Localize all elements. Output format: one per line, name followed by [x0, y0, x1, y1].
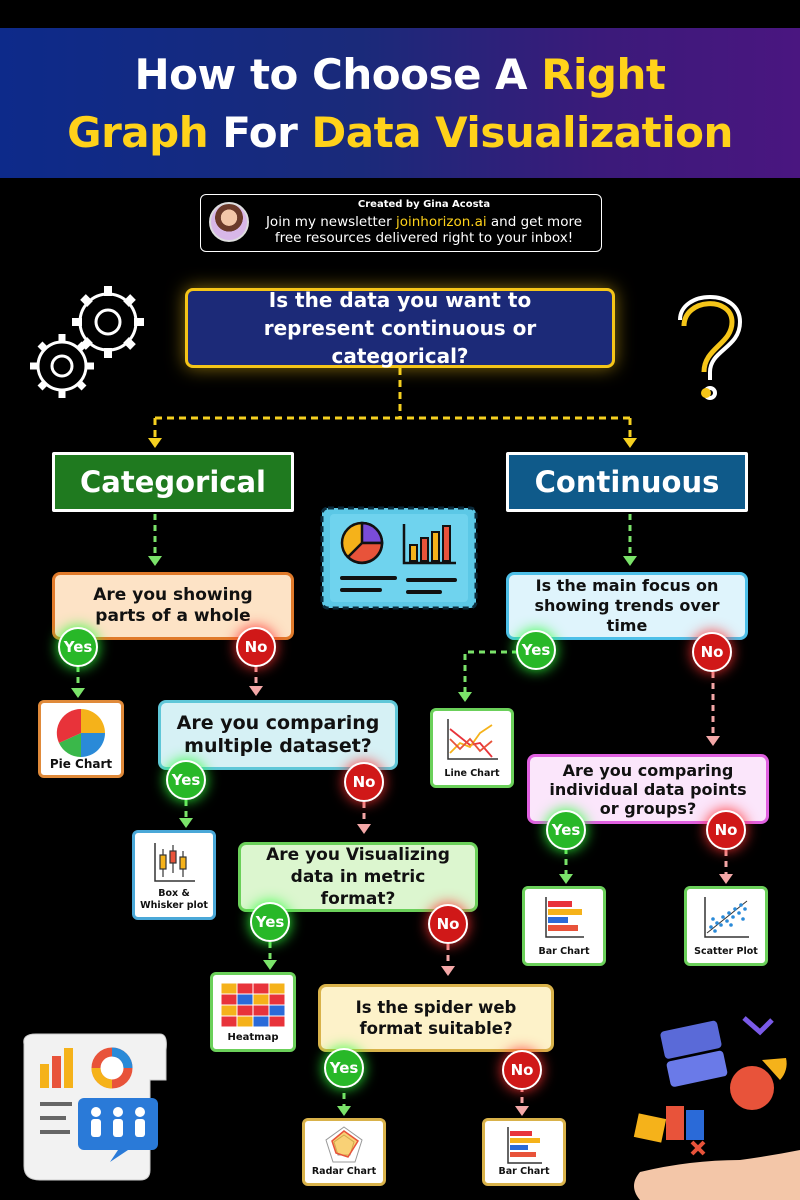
no-badge: No: [428, 904, 468, 944]
gear-icon: [30, 286, 144, 398]
title-line-1: How to Choose A Right: [0, 50, 800, 99]
result-label-line: Box &: [158, 888, 190, 899]
newsletter-link[interactable]: joinhorizon.ai: [395, 214, 487, 230]
no-badge: No: [236, 627, 276, 667]
title-text: How to Choose A: [134, 50, 542, 99]
no-badge: No: [706, 810, 746, 850]
result-label: Pie Chart: [49, 757, 113, 771]
yes-badge: Yes: [324, 1048, 364, 1088]
question-parts-of-whole: Are you showing parts of a whole: [52, 572, 294, 640]
pie-chart-icon: [56, 708, 105, 758]
line-chart-icon: [447, 719, 498, 760]
title-text: For: [208, 108, 312, 157]
credit-box: Created by Gina Acosta Join my newslette…: [200, 194, 602, 252]
result-label: Line Chart: [444, 768, 500, 779]
box-plot-icon: [154, 843, 195, 882]
question-spider-web: Is the spider web format suitable?: [318, 984, 554, 1052]
result-label: Scatter Plot: [694, 946, 758, 957]
created-by: Created by Gina Acosta: [357, 199, 491, 210]
result-label: Radar Chart: [311, 1166, 377, 1177]
heatmap-icon: [221, 983, 285, 1027]
report-illustration: [23, 1033, 167, 1181]
bar-chart-icon: [545, 897, 584, 938]
result-line-chart: Line Chart: [430, 708, 514, 788]
result-bar-chart-right: Bar Chart: [522, 886, 606, 966]
result-label: Box & Whisker plot: [135, 888, 213, 912]
result-label-line: Whisker plot: [140, 900, 208, 911]
question-trends-over-time: Is the main focus on showing trends over…: [506, 572, 748, 640]
result-scatter-plot: Scatter Plot: [684, 886, 768, 966]
result-heatmap: Heatmap: [210, 972, 296, 1052]
scatter-plot-icon: [704, 897, 749, 938]
hand-data-illustration: [633, 1016, 800, 1200]
newsletter-part: Join my newsletter: [265, 214, 396, 230]
dashboard-illustration: [320, 506, 478, 610]
question-metric-format: Are you Visualizing data in metric forma…: [238, 842, 478, 912]
bar-chart-icon: [507, 1127, 542, 1164]
result-label: Bar Chart: [538, 946, 590, 957]
radar-chart-icon: [325, 1126, 363, 1163]
newsletter-part: and get more: [486, 214, 583, 230]
result-label: Heatmap: [227, 1032, 279, 1043]
yes-badge: Yes: [516, 630, 556, 670]
result-bar-chart-bottom: Bar Chart: [482, 1118, 566, 1186]
yes-badge: Yes: [166, 760, 206, 800]
title-highlight: Data Visualization: [311, 108, 733, 157]
no-badge: No: [502, 1050, 542, 1090]
yes-badge: Yes: [250, 902, 290, 942]
avatar: [209, 202, 249, 242]
result-label: Bar Chart: [498, 1166, 550, 1177]
categorical-node: Categorical: [52, 452, 294, 512]
question-multiple-dataset: Are you comparing multiple dataset?: [158, 700, 398, 770]
title-line-2: Graph For Data Visualization: [0, 108, 800, 157]
yes-badge: Yes: [546, 810, 586, 850]
continuous-node: Continuous: [506, 452, 748, 512]
title-highlight: Graph: [67, 108, 209, 157]
result-radar-chart: Radar Chart: [302, 1118, 386, 1186]
newsletter-part: free resources delivered right to your i…: [274, 230, 574, 246]
main-question: Is the data you want to represent contin…: [185, 288, 615, 368]
newsletter-text: Join my newsletter joinhorizon.ai and ge…: [251, 214, 597, 246]
title-highlight: Right: [541, 50, 666, 99]
no-badge: No: [692, 632, 732, 672]
yes-badge: Yes: [58, 627, 98, 667]
result-box-whisker: Box & Whisker plot: [132, 830, 216, 920]
header-banner: How to Choose A Right Graph For Data Vis…: [0, 28, 800, 178]
no-badge: No: [344, 762, 384, 802]
result-pie-chart: Pie Chart: [38, 700, 124, 778]
